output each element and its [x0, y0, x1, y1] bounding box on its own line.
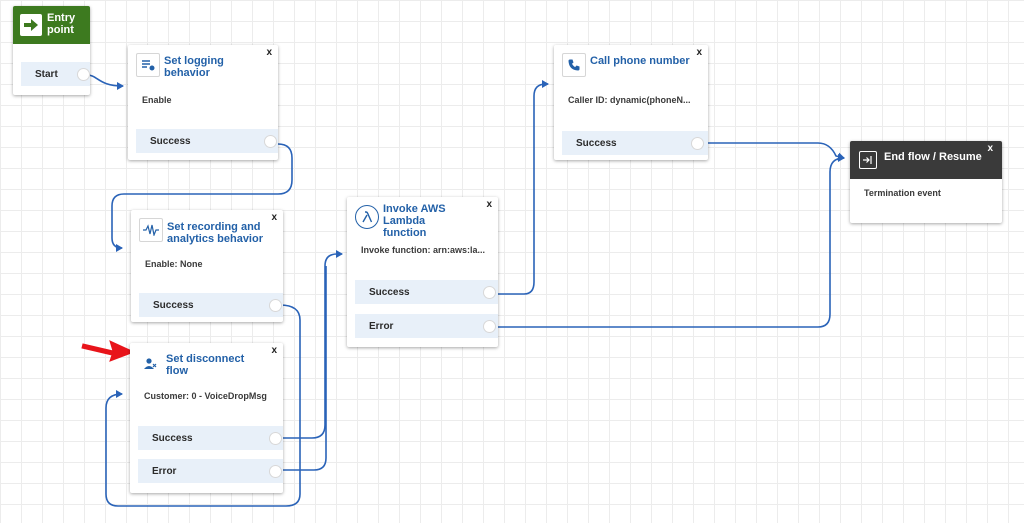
block-set-disconnect-flow[interactable]: Set disconnect flow x Customer: 0 - Voic…: [130, 343, 283, 493]
branch-error-label: Error: [369, 320, 394, 332]
connector-lambda-success-to-call: [496, 80, 549, 295]
block-description: Enable: [142, 95, 172, 105]
port-success[interactable]: [269, 299, 282, 312]
port-error[interactable]: [269, 465, 282, 478]
block-set-logging-behavior[interactable]: Set logging behavior x Enable Success: [128, 45, 278, 160]
branch-success[interactable]: Success: [138, 426, 283, 450]
entry-point-title: Entry point: [47, 12, 75, 36]
branch-success-label: Success: [153, 299, 194, 311]
connector-lambda-error-to-end: [496, 154, 845, 328]
block-set-recording-analytics[interactable]: Set recording and analytics behavior x E…: [131, 210, 283, 322]
block-title: Set disconnect flow: [166, 353, 245, 377]
branch-success[interactable]: Success: [139, 293, 283, 317]
block-description: Customer: 0 - VoiceDropMsg: [144, 391, 267, 401]
branch-success-label: Success: [576, 137, 617, 149]
block-title-line1: Set recording and: [167, 221, 261, 233]
block-title-line2: function: [383, 227, 427, 239]
block-title: Set recording and analytics behavior: [167, 221, 269, 245]
end-flow-header: End flow / Resume x: [850, 141, 1002, 179]
close-icon[interactable]: x: [987, 143, 993, 154]
close-icon[interactable]: x: [696, 47, 702, 58]
branch-success[interactable]: Success: [562, 131, 708, 155]
connector-start-to-logging: [86, 74, 124, 90]
close-icon[interactable]: x: [271, 345, 277, 356]
waveform-icon: [139, 218, 163, 242]
port-start[interactable]: [77, 68, 90, 81]
port-success[interactable]: [691, 137, 704, 150]
block-title: Invoke AWS Lambda function: [383, 203, 484, 239]
annotation-arrow: [81, 340, 136, 362]
branch-error[interactable]: Error: [355, 314, 498, 338]
port-success[interactable]: [269, 432, 282, 445]
port-success[interactable]: [264, 135, 277, 148]
entry-point-title-line1: Entry: [47, 12, 76, 24]
block-end-flow-resume[interactable]: End flow / Resume x Termination event: [850, 141, 1002, 223]
entry-point-header: Entry point: [13, 6, 90, 44]
connector-disconnect-error-to-lambda: [282, 266, 327, 471]
branch-success-label: Success: [369, 286, 410, 298]
block-description: Enable: None: [145, 259, 203, 269]
branch-error[interactable]: Error: [138, 459, 283, 483]
block-title-line1: Invoke AWS Lambda: [383, 203, 446, 227]
entry-point-block[interactable]: Entry point Start: [13, 6, 90, 95]
block-title: Set logging behavior: [164, 55, 224, 79]
branch-error-label: Error: [152, 465, 177, 477]
lambda-icon: [355, 205, 379, 229]
block-invoke-lambda[interactable]: Invoke AWS Lambda function x Invoke func…: [347, 197, 498, 347]
logging-icon: [136, 53, 160, 77]
connector-call-success-to-end: [708, 142, 845, 161]
user-disconnect-icon: [138, 351, 162, 375]
branch-success-label: Success: [152, 432, 193, 444]
block-description: Invoke function: arn:aws:la...: [361, 245, 486, 255]
block-call-phone-number[interactable]: Call phone number x Caller ID: dynamic(p…: [554, 45, 708, 160]
arrow-right-icon: [20, 14, 42, 36]
close-icon[interactable]: x: [271, 212, 277, 223]
branch-start-label: Start: [35, 68, 58, 80]
block-title: Call phone number: [590, 55, 690, 67]
end-flow-icon: [859, 151, 877, 169]
branch-success-label: Success: [150, 135, 191, 147]
block-title-line2: analytics behavior: [167, 233, 263, 245]
block-description: Caller ID: dynamic(phoneN...: [568, 95, 691, 105]
port-success[interactable]: [483, 286, 496, 299]
port-error[interactable]: [483, 320, 496, 333]
close-icon[interactable]: x: [266, 47, 272, 58]
block-description: Termination event: [864, 188, 941, 198]
entry-point-title-line2: point: [47, 24, 74, 36]
branch-success[interactable]: Success: [136, 129, 278, 153]
branch-success[interactable]: Success: [355, 280, 498, 304]
connector-disconnect-success-to-lambda: [282, 250, 343, 439]
phone-icon: [562, 53, 586, 77]
close-icon[interactable]: x: [486, 199, 492, 210]
block-title: End flow / Resume: [884, 151, 982, 163]
